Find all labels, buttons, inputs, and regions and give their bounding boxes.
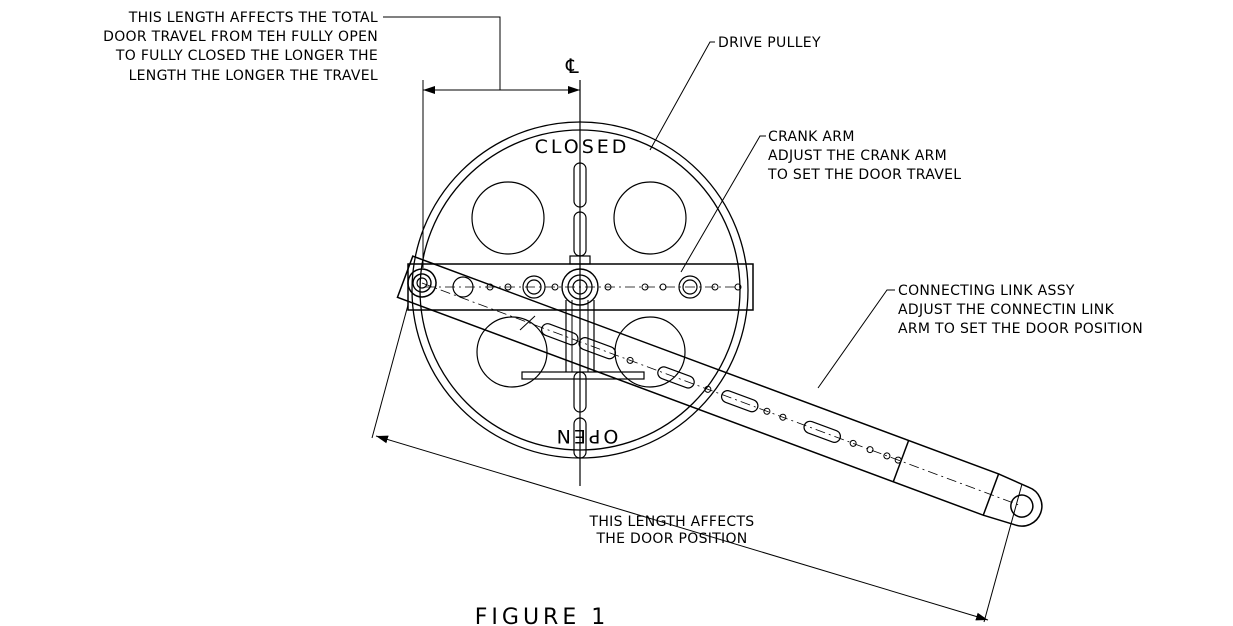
connecting-link-note-line-1: CONNECTING LINK ASSY (898, 283, 1075, 299)
connecting-link-note-line-3: ARM TO SET THE DOOR POSITION (898, 321, 1143, 337)
position-note: THIS LENGTH AFFECTS THE DOOR POSITION (589, 514, 755, 547)
crank-hub (561, 268, 599, 306)
position-dimension (371, 304, 1023, 623)
travel-note: THIS LENGTH AFFECTS THE TOTAL DOOR TRAVE… (103, 10, 378, 84)
crank-arm-note: CRANK ARM ADJUST THE CRANK ARM TO SET TH… (767, 129, 961, 183)
travel-note-line-4: LENGTH THE LONGER THE TRAVEL (129, 68, 378, 84)
drive-pulley-leader (649, 41, 715, 151)
connecting-link (396, 255, 1043, 527)
crank-arm-note-line-1: CRANK ARM (768, 129, 855, 145)
position-note-line-2: THE DOOR POSITION (595, 531, 747, 547)
pulley-hole-upper-right (613, 181, 687, 255)
open-label: OPEN (554, 425, 619, 447)
travel-note-line-1: THIS LENGTH AFFECTS THE TOTAL (128, 10, 378, 26)
pulley-hole-upper-left (471, 181, 545, 255)
link-end-eye (1010, 494, 1034, 518)
connecting-link-leader (817, 289, 895, 389)
connecting-link-note-line-2: ADJUST THE CONNECTIN LINK (898, 302, 1115, 318)
position-note-line-1: THIS LENGTH AFFECTS (589, 514, 755, 530)
crank-arm-note-line-2: ADJUST THE CRANK ARM (768, 148, 947, 164)
figure-title: FIGURE 1 (475, 605, 609, 626)
travel-note-line-2: DOOR TRAVEL FROM TEH FULLY OPEN (103, 29, 378, 45)
pulley-hole-lower-left (476, 316, 548, 388)
crank-arm-note-line-3: TO SET THE DOOR TRAVEL (767, 167, 961, 183)
connecting-link-note: CONNECTING LINK ASSY ADJUST THE CONNECTI… (898, 283, 1143, 337)
shaft-bracket (521, 255, 645, 380)
crank-arm-leader (680, 135, 766, 273)
travel-dimension (383, 16, 580, 268)
centerline-symbol: ℄ (565, 54, 579, 78)
travel-note-line-3: TO FULLY CLOSED THE LONGER THE (115, 48, 378, 64)
closed-label: CLOSED (535, 136, 630, 158)
drive-pulley-label: DRIVE PULLEY (718, 35, 821, 51)
centerline: ℄ (565, 54, 581, 486)
link-pivot (407, 268, 437, 298)
